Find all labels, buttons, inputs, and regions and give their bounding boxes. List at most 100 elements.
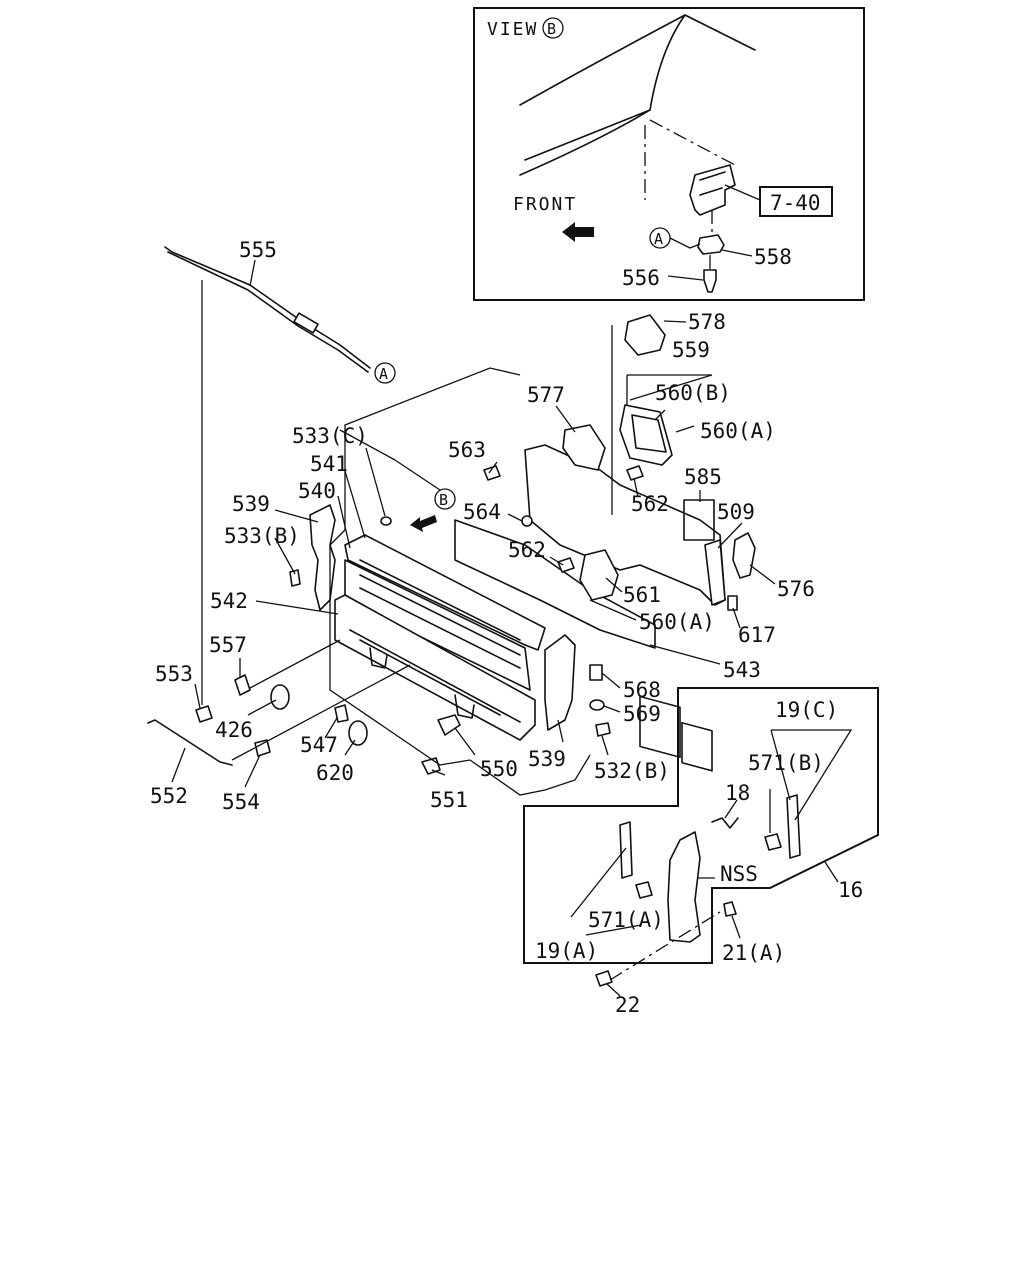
label-532b: 532(B) bbox=[594, 759, 670, 783]
bracket-509 bbox=[704, 539, 726, 606]
rod-557-line bbox=[249, 639, 341, 689]
leader-16 bbox=[824, 861, 839, 883]
clip-571a bbox=[635, 881, 653, 899]
grille-bar-540 bbox=[344, 559, 531, 691]
label-555: 555 bbox=[239, 238, 277, 262]
label-564: 564 bbox=[463, 500, 501, 524]
bracket-outline bbox=[689, 164, 736, 216]
leader-562-mid bbox=[549, 556, 564, 566]
label-540: 540 bbox=[298, 479, 336, 503]
leader-569 bbox=[603, 705, 621, 713]
latch-576 bbox=[732, 532, 756, 579]
callout-a-main-circle bbox=[374, 362, 396, 384]
lower-parts bbox=[147, 545, 591, 796]
leader-564 bbox=[507, 513, 523, 522]
rod-552 bbox=[147, 719, 233, 766]
label-509: 509 bbox=[717, 500, 755, 524]
label-563: 563 bbox=[448, 438, 486, 462]
cable-body-2 bbox=[167, 251, 369, 373]
bush-554 bbox=[254, 739, 271, 757]
clip-18 bbox=[711, 817, 739, 829]
leader-555 bbox=[249, 259, 256, 287]
grommet-569 bbox=[589, 699, 605, 711]
leader-578 bbox=[663, 320, 687, 323]
leader-560a-top bbox=[675, 425, 695, 433]
leader-22 bbox=[606, 983, 621, 997]
b-arrow-icon bbox=[410, 515, 437, 532]
leader-542 bbox=[255, 600, 339, 615]
leader-558 bbox=[721, 249, 753, 257]
rod-554-line bbox=[231, 664, 411, 761]
view-b-inset: VIEW B 7-40 FRONT A 558 556 bbox=[473, 7, 865, 301]
bolt-562-top bbox=[626, 465, 644, 481]
hinge-550 bbox=[437, 714, 461, 736]
view-b-title: VIEW bbox=[487, 19, 538, 40]
leader-568 bbox=[601, 672, 621, 689]
cab-roof-edge bbox=[519, 14, 756, 106]
label-578: 578 bbox=[688, 310, 726, 334]
frame-outline-link bbox=[329, 459, 441, 546]
bracket-19a bbox=[570, 847, 642, 936]
bumper-547 bbox=[334, 704, 349, 723]
leader-21a bbox=[731, 915, 741, 939]
label-617: 617 bbox=[738, 623, 776, 647]
leader-543 bbox=[649, 644, 721, 665]
leader-541 bbox=[344, 470, 366, 539]
cab-front-edge bbox=[519, 14, 686, 176]
label-541: 541 bbox=[310, 452, 348, 476]
cab-front-edge-inner bbox=[524, 109, 651, 161]
lower-outline bbox=[329, 545, 591, 796]
callout-a-main: A bbox=[379, 365, 388, 383]
screw-556 bbox=[703, 269, 717, 293]
plug-533c bbox=[380, 516, 392, 526]
bracket-577 bbox=[562, 424, 606, 471]
leader-561 bbox=[605, 577, 623, 593]
leader-620 bbox=[344, 739, 356, 756]
clip-617 bbox=[727, 595, 738, 611]
label-nss: NSS bbox=[720, 862, 758, 886]
label-426: 426 bbox=[215, 718, 253, 742]
callout-b-main: B bbox=[439, 491, 448, 509]
label-558: 558 bbox=[754, 245, 792, 269]
label-554: 554 bbox=[222, 790, 260, 814]
panel-559-inner bbox=[631, 414, 667, 453]
leader-560b bbox=[654, 409, 666, 421]
leader-560a-bot bbox=[589, 599, 637, 621]
leader-617 bbox=[732, 607, 741, 629]
label-18: 18 bbox=[725, 781, 750, 805]
label-542: 542 bbox=[210, 589, 248, 613]
front-arrow-icon bbox=[562, 222, 594, 242]
label-22: 22 bbox=[615, 993, 640, 1017]
label-560b: 560(B) bbox=[655, 381, 731, 405]
label-547: 547 bbox=[300, 733, 338, 757]
strip-19c bbox=[786, 794, 801, 859]
label-560a-bot: 560(A) bbox=[639, 610, 715, 634]
leader-426 bbox=[247, 699, 277, 716]
label-559: 559 bbox=[672, 338, 710, 362]
part-labels: 578 559 560(B) 560(A) 577 533(C) 563 585… bbox=[150, 310, 863, 1017]
leader-551 bbox=[431, 769, 446, 776]
panel-559 bbox=[619, 404, 673, 466]
lower-panel-ribs bbox=[349, 629, 521, 723]
label-21a: 21(A) bbox=[722, 941, 785, 965]
label-560a-top: 560(A) bbox=[700, 419, 776, 443]
clip-21a bbox=[723, 901, 737, 917]
bracket-561 bbox=[579, 549, 619, 601]
leader-532b bbox=[601, 735, 609, 756]
view-b-marker: B bbox=[547, 20, 556, 38]
label-576: 576 bbox=[777, 577, 815, 601]
screw-22-dash bbox=[609, 911, 721, 981]
leader-563 bbox=[488, 461, 498, 474]
label-543: 543 bbox=[723, 658, 761, 682]
grommet-568 bbox=[589, 664, 603, 681]
view-b-callout-a: A bbox=[654, 230, 663, 248]
label-16: 16 bbox=[838, 878, 863, 902]
label-569: 569 bbox=[623, 702, 661, 726]
cover-nss bbox=[667, 831, 701, 943]
ref-7-40: 7-40 bbox=[770, 191, 821, 215]
label-620: 620 bbox=[316, 761, 354, 785]
leader-539-right bbox=[557, 719, 564, 743]
clip-571b bbox=[764, 833, 782, 851]
label-551: 551 bbox=[430, 788, 468, 812]
